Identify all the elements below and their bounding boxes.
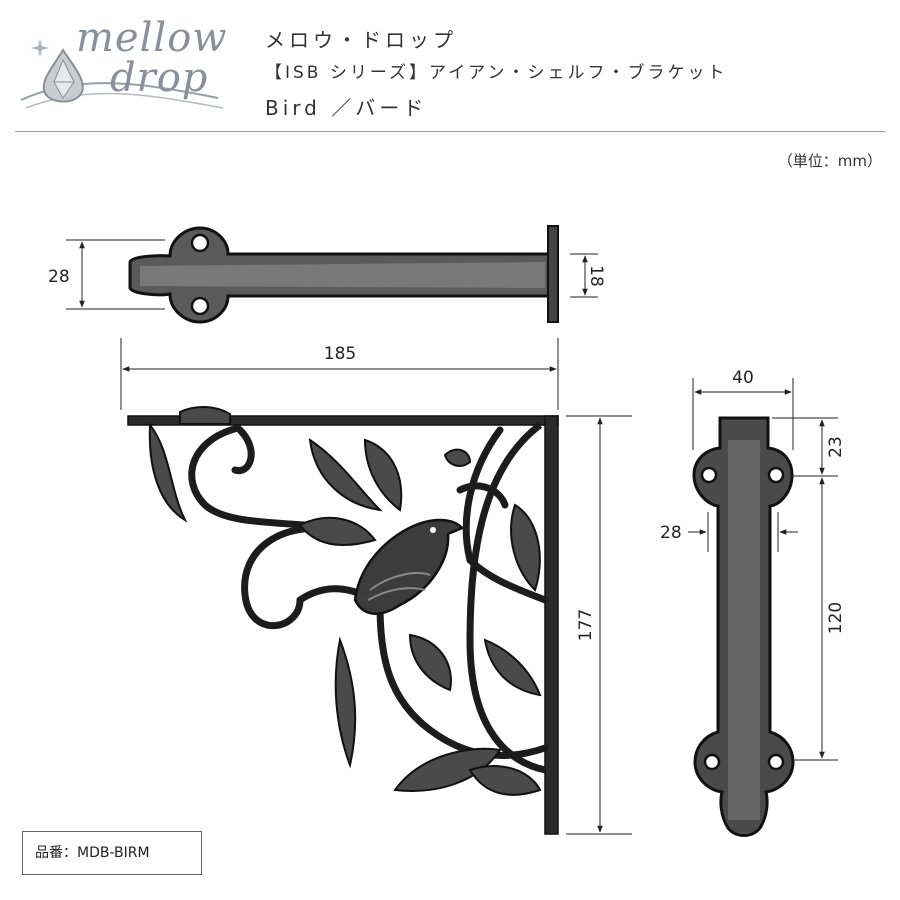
brand-word-drop: drop: [110, 55, 209, 101]
product-model: Bird ／バード: [265, 96, 428, 120]
top-view-hole-1: [190, 233, 210, 253]
product-brand-title: メロウ・ドロップ: [265, 28, 457, 52]
leaf: [148, 422, 188, 523]
dim-height: 177: [576, 609, 596, 641]
leaf: [393, 747, 502, 792]
leaf: [510, 503, 541, 592]
header-divider: [15, 131, 885, 132]
product-series: 【ISB シリーズ】アイアン・シェルフ・ブラケット: [265, 63, 728, 83]
leaf: [308, 437, 383, 512]
dim-plate-width: 40: [732, 368, 754, 388]
leaf: [468, 765, 542, 796]
plate-hole-1: [700, 466, 718, 484]
brand-word-mellow: mellow: [76, 15, 228, 61]
dim-top-bar: 18: [586, 265, 606, 287]
plate-hole-2: [767, 466, 785, 484]
bird-figure: [353, 518, 465, 615]
brand-logo: mellow drop: [18, 12, 228, 117]
leaf: [363, 438, 403, 512]
leaf: [408, 633, 452, 692]
dim-total-length: 185: [324, 344, 356, 364]
top-view-hole-2: [190, 296, 210, 316]
leaf: [298, 516, 377, 546]
drop-gem-icon: [20, 39, 224, 109]
bird-tail: [334, 636, 357, 769]
top-view: 28 18: [48, 225, 606, 324]
dim-top-width: 28: [48, 267, 70, 287]
leaf: [483, 638, 542, 697]
bracket-wall-arm: [544, 415, 559, 835]
top-view-flange: [547, 225, 559, 323]
side-view: 185: [120, 338, 632, 835]
plate-hole-3: [703, 753, 721, 771]
wall-plate: [692, 416, 795, 837]
wall-plate-view: 40 23 120 28: [660, 368, 846, 837]
dim-bar-width: 28: [660, 523, 682, 543]
plate-hole-4: [767, 753, 785, 771]
dim-hole-spacing: 120: [826, 602, 846, 634]
part-number-box: 品番：MDB-BIRM: [22, 831, 202, 875]
dim-hole-offset: 23: [826, 436, 846, 458]
unit-note: （単位：mm）: [777, 152, 882, 170]
